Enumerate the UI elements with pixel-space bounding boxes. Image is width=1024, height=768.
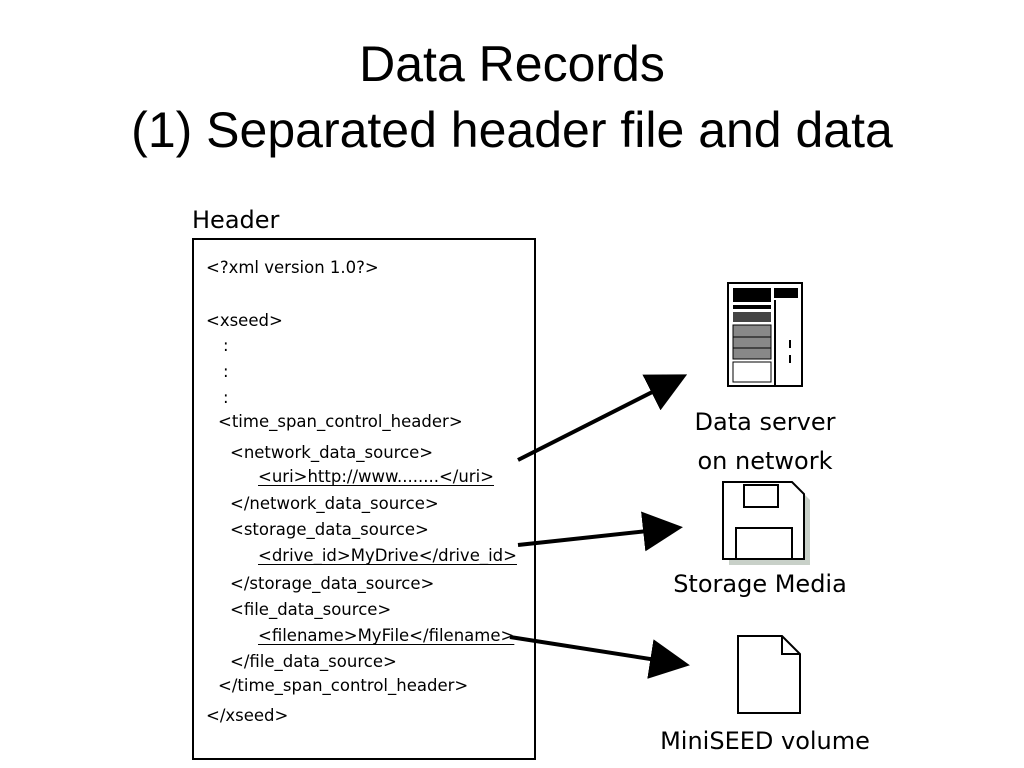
slide-title: Data Records bbox=[359, 36, 665, 92]
arrow-to-volume bbox=[509, 635, 690, 679]
arrow-to-storage bbox=[517, 511, 683, 552]
server-icon bbox=[727, 282, 803, 387]
document-icon bbox=[737, 635, 801, 714]
xml-xseed-close: </xseed> bbox=[206, 706, 289, 725]
floppy-disk-icon bbox=[722, 481, 810, 565]
xml-declaration: <?xml version 1.0?> bbox=[206, 258, 379, 277]
xml-ellipsis-3: : bbox=[223, 388, 229, 407]
server-label-line2: on network bbox=[697, 447, 833, 475]
xml-network-close: </network_data_source> bbox=[230, 494, 439, 513]
xml-xseed-open: <xseed> bbox=[206, 311, 283, 330]
xml-file-open: <file_data_source> bbox=[230, 600, 392, 619]
slide-subtitle: (1) Separated header file and data bbox=[131, 102, 893, 158]
xml-ellipsis-1: : bbox=[223, 336, 229, 355]
header-label: Header bbox=[192, 206, 280, 234]
xml-storage-open: <storage_data_source> bbox=[230, 520, 429, 539]
xml-ellipsis-2: : bbox=[223, 362, 229, 381]
xml-filename: <filename>MyFile</filename> bbox=[258, 626, 515, 645]
xml-tsch-close: </time_span_control_header> bbox=[218, 676, 469, 695]
volume-label: MiniSEED volume bbox=[660, 727, 870, 755]
xml-drive-id: <drive_id>MyDrive</drive_id> bbox=[258, 546, 517, 565]
xml-network-open: <network_data_source> bbox=[230, 443, 434, 462]
xml-file-close: </file_data_source> bbox=[230, 652, 397, 671]
xml-uri: <uri>http://www........</uri> bbox=[258, 467, 494, 486]
header-file-box bbox=[192, 238, 536, 760]
xml-storage-close: </storage_data_source> bbox=[230, 574, 435, 593]
server-label-line1: Data server bbox=[694, 408, 836, 436]
storage-label: Storage Media bbox=[673, 570, 847, 598]
arrow-to-server bbox=[517, 374, 688, 462]
xml-tsch-open: <time_span_control_header> bbox=[218, 412, 463, 431]
